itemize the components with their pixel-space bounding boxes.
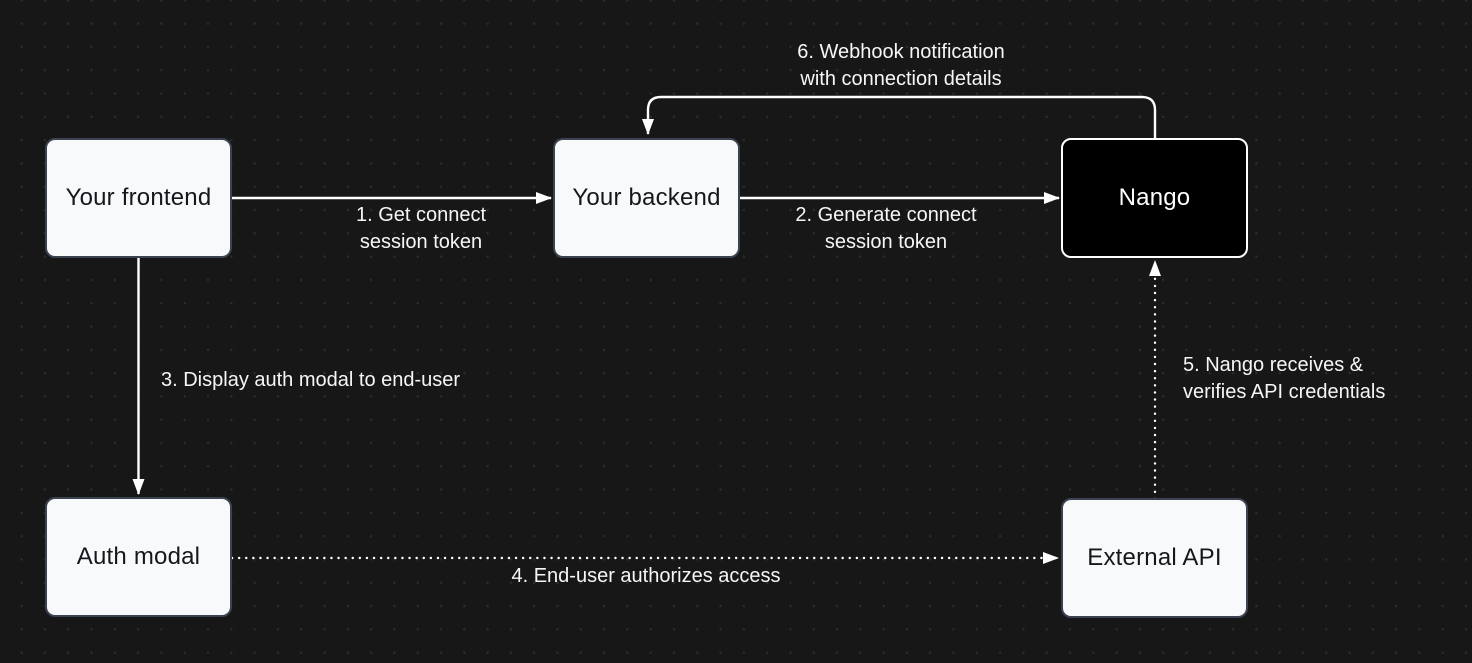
edge-6-label: 6. Webhook notification with connection …: [797, 41, 1005, 90]
node-nango: Nango: [1061, 138, 1248, 258]
edge-1-label: 1. Get connect session token: [355, 204, 487, 253]
node-auth-modal-label: Auth modal: [76, 543, 201, 570]
edge-4-label: 4. End-user authorizes access: [511, 565, 781, 587]
node-your-frontend-label: Your frontend: [65, 184, 212, 211]
node-your-backend-label: Your backend: [572, 184, 721, 211]
edge-3-label: 3. Display auth modal to end-user: [161, 369, 461, 391]
node-your-frontend: Your frontend: [45, 138, 232, 258]
node-external-api-label: External API: [1087, 544, 1222, 571]
node-nango-label: Nango: [1118, 184, 1191, 211]
edge-2-label: 2. Generate connect session token: [795, 204, 977, 253]
node-external-api: External API: [1061, 498, 1248, 618]
node-your-backend: Your backend: [553, 138, 740, 258]
edge-6-line: [642, 95, 1157, 138]
edge-5-label: 5. Nango receives & verifies API credent…: [1183, 354, 1386, 403]
node-auth-modal: Auth modal: [45, 497, 232, 617]
